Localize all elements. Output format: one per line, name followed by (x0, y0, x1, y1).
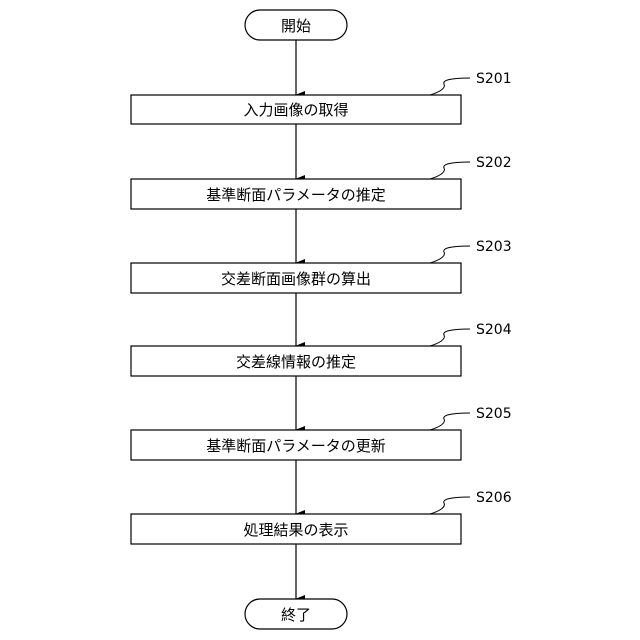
step-s205-label: 基準断面パラメータの更新 (206, 437, 386, 455)
step-s201-id: S201 (476, 71, 512, 87)
step-s203-leader (430, 246, 470, 263)
step-s203-id: S203 (476, 239, 512, 255)
step-s201: 入力画像の取得 S201 (131, 71, 512, 124)
start-label: 開始 (281, 17, 311, 35)
end-label: 終了 (281, 606, 311, 624)
step-s203-label: 交差断面画像群の算出 (221, 270, 371, 288)
step-s205-id: S205 (476, 406, 512, 422)
step-s204-leader (430, 329, 470, 346)
step-s202-leader (430, 162, 470, 179)
step-s206-leader (430, 497, 470, 514)
step-s205-leader (430, 413, 470, 430)
step-s206-label: 処理結果の表示 (243, 521, 348, 539)
step-s204-label: 交差線情報の推定 (236, 353, 356, 371)
step-s202-label: 基準断面パラメータの推定 (206, 186, 386, 204)
step-s204: 交差線情報の推定 S204 (131, 322, 512, 376)
step-s202: 基準断面パラメータの推定 S202 (131, 155, 512, 209)
step-s203: 交差断面画像群の算出 S203 (131, 239, 512, 293)
step-s205: 基準断面パラメータの更新 S205 (131, 406, 512, 460)
start-terminal: 開始 (245, 10, 347, 40)
end-terminal: 終了 (245, 599, 347, 629)
step-s204-id: S204 (476, 322, 512, 338)
step-s206-id: S206 (476, 490, 512, 506)
step-s201-leader (430, 78, 470, 95)
step-s206: 処理結果の表示 S206 (131, 490, 512, 544)
step-s202-id: S202 (476, 155, 512, 171)
step-s201-label: 入力画像の取得 (243, 101, 348, 119)
